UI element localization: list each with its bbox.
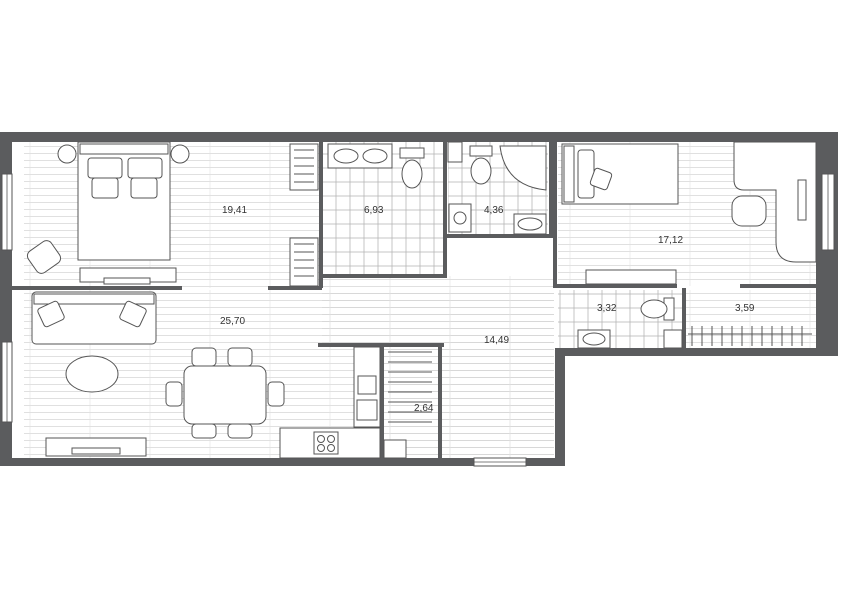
area-label-bathroom: 6,93	[364, 205, 384, 216]
kitchen-hob-grid	[357, 375, 377, 395]
wall-outer-step	[555, 348, 838, 356]
area-label-bedroom-2: 17,12	[658, 235, 683, 246]
sink-left	[333, 148, 359, 164]
wall-storage-left	[380, 343, 384, 458]
storage-hangers	[388, 351, 432, 423]
bedroom-wardrobe-top	[289, 143, 319, 191]
bedroom2-furniture	[561, 141, 817, 285]
area-label-storage: 2,64	[414, 403, 434, 414]
stove-burner-4	[327, 444, 335, 452]
coffee-table	[65, 355, 119, 393]
toilet-bowl	[401, 159, 423, 189]
wall-bedroom2-bottom	[557, 284, 677, 288]
bedroom-wardrobe-bottom	[289, 237, 319, 287]
area-labels: 19,41 6,93 4,36 17,12 25,70 14,49 3,32 3…	[220, 205, 755, 414]
area-label-living-kitchen: 25,70	[220, 316, 245, 327]
nightstand-lamp-left	[57, 144, 77, 164]
wardrobe-hangers	[691, 326, 803, 346]
stove-burner-3	[317, 444, 325, 452]
hanger-lines-top	[294, 149, 314, 183]
stove-burner-1	[317, 435, 325, 443]
bath2-sink-basin	[582, 332, 606, 346]
wall-bedroom-bottom-b	[268, 286, 322, 290]
stove	[313, 431, 339, 455]
stove-burner-2	[327, 435, 335, 443]
wc-toilet-bowl	[470, 157, 492, 185]
single-bed-cushion	[589, 167, 613, 191]
pillow-right-small	[130, 177, 158, 199]
wall-storage-right	[438, 343, 442, 458]
wall-bath-right	[443, 142, 447, 278]
toilet-tank	[399, 147, 425, 159]
bath2-shaft	[663, 329, 683, 349]
wall-bath-left	[319, 142, 323, 288]
bathroom-fixtures	[327, 141, 547, 235]
armchair	[26, 240, 62, 274]
wall-bath2-right	[682, 288, 686, 350]
dining-chair-bottom-left	[191, 423, 217, 439]
wall-wc-right	[549, 142, 557, 238]
area-label-wardrobe: 3,59	[735, 303, 755, 314]
walls	[0, 132, 838, 467]
sink-right	[362, 148, 388, 164]
bed-headboard	[79, 143, 169, 155]
wall-bath-bottom	[322, 274, 447, 278]
dining-chair-bottom-right	[227, 423, 253, 439]
living-tv	[71, 447, 121, 455]
dining-chair-left	[165, 381, 183, 407]
storage-shaft	[383, 439, 407, 459]
floor-hall	[322, 276, 554, 346]
wc-shaft	[447, 141, 463, 163]
desk-chair	[731, 195, 767, 227]
hanger-lines-bottom	[294, 243, 314, 277]
wall-outer-step-v	[555, 348, 565, 466]
pillow-left	[87, 157, 123, 179]
area-label-bathroom-2: 3,32	[597, 303, 617, 314]
dining-chair-top-left	[191, 347, 217, 367]
floor-bathroom-2	[558, 290, 682, 352]
area-label-wc: 4,36	[484, 205, 504, 216]
single-bed-pillow	[577, 149, 595, 199]
pillow-right	[127, 157, 163, 179]
dining-table	[183, 365, 267, 425]
wc-sink-basin	[517, 217, 543, 231]
wall-bedroom2-left	[553, 238, 557, 288]
floor-hall-lower	[440, 346, 554, 458]
bedroom2-shelf	[585, 269, 677, 285]
wall-wc-bottom	[447, 234, 549, 238]
bath2-toilet-bowl	[640, 299, 668, 319]
sofa-cushion-right	[119, 300, 147, 328]
bedroom-furniture	[26, 141, 319, 287]
area-label-hallway: 14,49	[484, 335, 509, 346]
single-bed-headboard	[563, 145, 575, 203]
floor-bedroom	[24, 142, 320, 288]
pillow-left-small	[91, 177, 119, 199]
living-furniture	[31, 291, 432, 459]
desk-monitor	[797, 179, 807, 221]
washing-machine-drum	[453, 211, 467, 225]
wc-toilet-tank	[469, 145, 493, 157]
dining-chair-top-right	[227, 347, 253, 367]
living-tv-stand	[45, 437, 147, 457]
floor-wardrobe	[684, 290, 816, 352]
wall-bedroom2-bottom-b	[740, 284, 816, 288]
sofa-cushion-left	[37, 300, 65, 328]
wall-outer-bottom	[0, 458, 565, 466]
corner-bath	[499, 145, 547, 191]
bathroom2-fixtures	[577, 297, 812, 349]
tv	[103, 277, 151, 285]
kitchen-sink	[356, 399, 378, 421]
desk	[733, 141, 817, 263]
dining-chair-right	[267, 381, 285, 407]
wall-bedroom-bottom	[12, 286, 182, 290]
wall-outer-top	[0, 132, 838, 142]
nightstand-lamp-right	[170, 144, 190, 164]
area-label-bedroom: 19,41	[222, 205, 247, 216]
sofa-back	[33, 293, 155, 305]
